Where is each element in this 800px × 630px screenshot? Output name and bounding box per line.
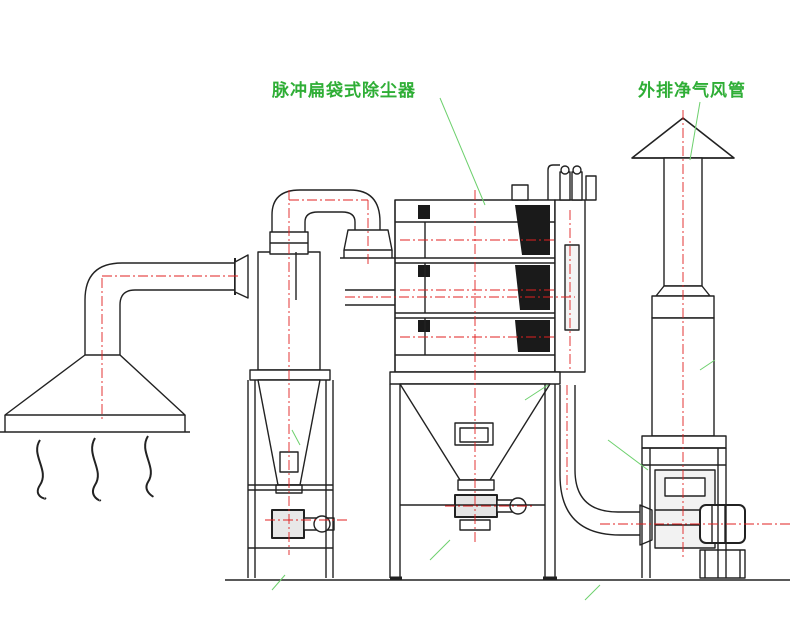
cyclone-separator: [247, 231, 335, 578]
fume-wave-1: [36, 439, 47, 500]
fume-wave-3: [144, 435, 154, 498]
suction-hood: [0, 340, 190, 502]
label-dust-collector: 脉冲扁袋式除尘器: [272, 81, 416, 101]
leader-stack: [689, 101, 701, 161]
fan-duct: [559, 385, 653, 546]
exhaust-fan: [654, 469, 746, 579]
leader-collector: [439, 97, 486, 206]
hood-duct: [84, 254, 249, 340]
pulse-bag-collector: [345, 164, 597, 580]
label-exhaust-stack: 外排净气风管: [638, 81, 746, 101]
fume-wave-2: [91, 437, 102, 502]
